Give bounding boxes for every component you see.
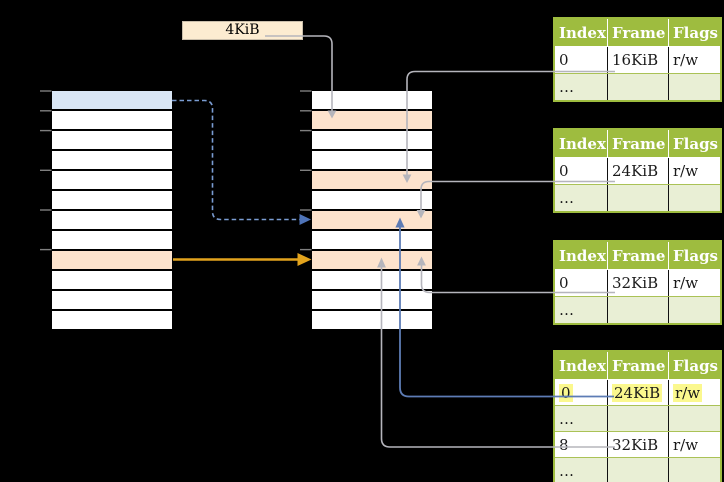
physical-frame-28kib: [312, 230, 432, 250]
table-cell: …: [559, 409, 574, 428]
column-header-frame: Frame: [607, 19, 668, 46]
virtual-page-2: [52, 130, 172, 150]
physical-frame-16kib: [312, 170, 432, 190]
table-cell: 16KiB: [607, 47, 668, 73]
table-cell: r/w: [668, 158, 720, 184]
column-header-index: Index: [559, 246, 606, 265]
column-header-index: Index: [559, 356, 606, 375]
virtual-page-6: [52, 210, 172, 230]
table-cell: …: [559, 461, 574, 480]
arrow-virtual-page8-to-frame-32kib-arrowhead: [297, 253, 312, 266]
physical-frame-40kib: [312, 290, 432, 310]
column-header-flags: Flags: [668, 130, 720, 157]
table-cell: 0: [559, 51, 569, 69]
virtual-page-8: [52, 250, 172, 270]
column-header-flags: Flags: [668, 19, 720, 46]
column-header-frame: Frame: [607, 130, 668, 157]
table-cell: [607, 297, 668, 323]
physical-frame-24kib: [312, 210, 432, 230]
table-cell: r/w: [668, 432, 720, 457]
table-row: …: [555, 73, 720, 100]
virtual-page-0: [52, 91, 172, 110]
column-header-flags: Flags: [668, 352, 720, 379]
highlighted-entry-text: r/w: [673, 383, 703, 402]
table-cell: 8: [559, 435, 569, 454]
physical-frame-4kib: [312, 110, 432, 130]
physical-frame-12kib: [312, 150, 432, 170]
page-size-label: 4KiB: [182, 21, 303, 40]
table-cell: …: [559, 301, 574, 319]
column-header-frame: Frame: [607, 352, 668, 379]
physical-frame-44kib: [312, 310, 432, 330]
table-row: …: [555, 405, 720, 431]
virtual-page-10: [52, 290, 172, 310]
table-cell: [607, 74, 668, 100]
table-cell: …: [559, 78, 574, 96]
column-header-index: Index: [559, 134, 606, 153]
table-row: …: [555, 184, 720, 211]
table-cell: [668, 185, 720, 211]
physical-memory-column: [312, 91, 432, 330]
table-cell: r/w: [668, 270, 720, 296]
physical-frame-8kib: [312, 130, 432, 150]
table-cell: r/w: [668, 47, 720, 73]
table-cell: [668, 458, 720, 482]
column-header-flags: Flags: [668, 242, 720, 269]
virtual-page-5: [52, 190, 172, 210]
highlighted-entry-text: 24KiB: [612, 383, 663, 402]
column-header-frame: Frame: [607, 242, 668, 269]
highlighted-entry-text: 0: [559, 383, 573, 402]
physical-frame-36kib: [312, 270, 432, 290]
physical-frame-20kib: [312, 190, 432, 210]
table-cell: 32KiB: [607, 270, 668, 296]
table-cell: …: [559, 189, 574, 207]
table-row: 0 24KiB r/w: [555, 379, 720, 405]
table-cell: 24KiB: [607, 158, 668, 184]
physical-frame-32kib: [312, 250, 432, 270]
table-cell: 24KiB: [607, 380, 668, 405]
table-cell: [607, 458, 668, 482]
table-cell: [668, 74, 720, 100]
table-cell: [607, 185, 668, 211]
virtual-page-4: [52, 170, 172, 190]
virtual-page-3: [52, 150, 172, 170]
arrow-virtual-page0-to-frame-24kib-arrowhead: [299, 214, 311, 225]
arrow-virtual-page0-to-frame-24kib: [172, 99, 300, 221]
virtual-page-11: [52, 310, 172, 330]
virtual-memory-column: [52, 91, 172, 330]
physical-frame-0: [312, 91, 432, 110]
table-cell: r/w: [668, 380, 720, 405]
table-cell: [668, 297, 720, 323]
table-row: …: [555, 457, 720, 482]
table-cell: 0: [559, 274, 569, 292]
table-row: …: [555, 296, 720, 323]
table-cell: [607, 406, 668, 431]
virtual-page-7: [52, 230, 172, 250]
table-cell: 0: [559, 162, 569, 180]
column-header-index: Index: [559, 23, 606, 42]
virtual-page-9: [52, 270, 172, 290]
table-cell: 0: [555, 380, 607, 405]
table-cell: [668, 406, 720, 431]
virtual-page-1: [52, 110, 172, 130]
page-size-label-text: 4KiB: [225, 22, 260, 38]
table-cell: 32KiB: [607, 432, 668, 457]
